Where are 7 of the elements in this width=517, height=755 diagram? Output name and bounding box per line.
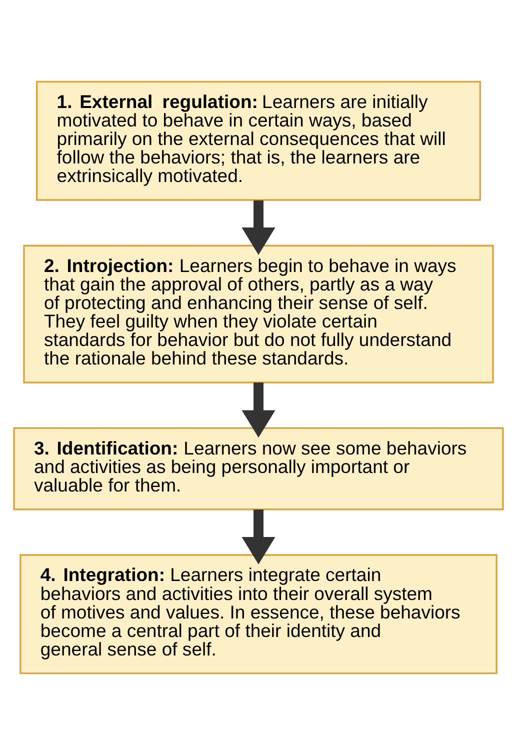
arrow (242, 510, 276, 564)
node-box: 2. Introjection: Learners begin to behave in ways that gain the approval of others, partly as a way of protecting and enhancing their sense of self. They feel guilty when they violate certain standards for behavior but do not fully understand the rationale behind these standards. (23, 244, 494, 384)
node-box: 4. Integration: Learners integrate certain behaviors and activities into their overall system of motives and values. In essence, these behaviors become a central part of their identity and general sense of self. (20, 554, 498, 674)
node-box: 1. External regulation: Learners are initially motivated to behave in certain ways, based primarily on the external consequences that will follow the behaviors; that is, the learners are extrinsically motivated. (36, 80, 482, 201)
arrow (242, 200, 276, 255)
arrow (242, 382, 276, 438)
node-box: 3. Identification: Learners now see some behaviors and activities as being personally important or valuable for them. (13, 427, 504, 510)
